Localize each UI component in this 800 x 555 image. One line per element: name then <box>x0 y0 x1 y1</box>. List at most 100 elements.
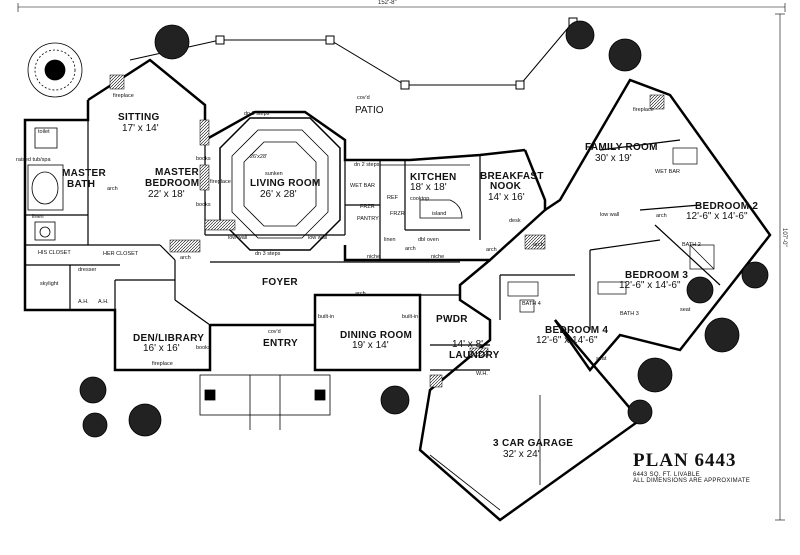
plan-title-block: PLAN 6443 6443 SQ. FT. LIVABLE ALL DIMEN… <box>633 450 783 484</box>
dining-room-dim: 19' x 14' <box>352 340 389 351</box>
living-dn-3-steps-label: dn 3 steps <box>255 251 281 257</box>
kitchen-dim: 18' x 18' <box>410 182 447 193</box>
nook-arch-label: arch <box>486 247 497 253</box>
overall-depth-text: 107'-0" <box>781 228 787 247</box>
bedroom2-dim: 12'-6" x 14'-6" <box>686 211 748 222</box>
frzr-label-1: FRZR <box>360 204 375 210</box>
patio-name: PATIO <box>355 105 384 116</box>
kitchen-arch-label: arch <box>405 246 416 252</box>
books-label-2: books <box>196 202 211 208</box>
foyer-arch-left: arch <box>180 255 191 261</box>
master-bath-name-2: BATH <box>67 179 96 190</box>
sitting-room-dim: 17' x 14' <box>122 123 159 134</box>
overall-width-text: 152'-8" <box>378 0 397 6</box>
garage-dim: 32' x 24' <box>503 449 540 460</box>
dining-room-name: DINING ROOM <box>340 330 413 341</box>
masonry-blocks <box>109 74 665 388</box>
niche-label-2: niche <box>431 254 445 260</box>
living-room-name: LIVING ROOM <box>250 178 321 189</box>
tree-right-5 <box>627 399 653 425</box>
toilet-label: toilet <box>38 129 50 135</box>
dresser-label: dresser <box>78 267 97 273</box>
hall-arch-label: arch <box>533 242 544 248</box>
family-fireplace-label: fireplace <box>633 107 654 113</box>
cooktop-label: cooktop <box>410 196 430 202</box>
plan-livable-area: 6443 SQ. FT. LIVABLE <box>633 472 700 478</box>
master-bedroom-name: MASTER <box>155 167 200 178</box>
den-library-name: DEN/LIBRARY <box>133 333 205 344</box>
pwdr-name: PWDR <box>436 314 468 325</box>
laundry-dim: 14' x 8' <box>452 339 484 350</box>
tree-right-2 <box>686 276 714 304</box>
tree-right-4 <box>637 357 673 393</box>
frzr-label-2: FRZR <box>390 211 405 217</box>
living-dn-2-steps-label: dn 2 steps <box>244 111 270 117</box>
patio-outline <box>129 17 578 90</box>
master-bedroom-dim: 22' x 18' <box>148 189 185 200</box>
tree-top-right-2 <box>608 38 642 72</box>
laundry-name: LAUNDRY <box>449 350 500 361</box>
master-bath-name: MASTER <box>62 168 107 179</box>
den-books-label: books <box>196 345 211 351</box>
bedroom4-seat-label: seat <box>596 356 607 362</box>
tree-top-center <box>154 24 190 60</box>
dining-arch-label: arch <box>355 291 366 297</box>
landscape-trees <box>27 20 769 438</box>
family-arch-label: arch <box>656 213 667 219</box>
entry-name: ENTRY <box>263 338 299 349</box>
bath3-label: BATH 3 <box>620 311 639 317</box>
master-arch-label: arch <box>107 186 118 192</box>
her-closet-label: HER CLOSET <box>103 251 139 257</box>
tree-top-right-1 <box>565 20 595 50</box>
bath2-label: BATH 2 <box>682 242 701 248</box>
den-fireplace-label: fireplace <box>152 361 173 367</box>
built-in-label-1: built-in <box>318 314 335 320</box>
skylight-label: skylight <box>40 281 59 287</box>
bedroom3-seat-label: seat <box>680 307 691 313</box>
bedroom4-dim: 12'-6" x 14'-6" <box>536 335 598 346</box>
ah-label-2: A.H. <box>98 299 109 305</box>
patio-note: cov'd <box>357 95 370 101</box>
kitchen-name: KITCHEN <box>410 172 457 183</box>
kitchen-island <box>380 164 470 219</box>
tree-right-1 <box>741 261 769 289</box>
living-room-note-size: 26'x28' <box>250 154 268 160</box>
books-label-1: books <box>196 156 211 162</box>
entry-note: cov'd <box>268 329 281 335</box>
nook-desk-label: desk <box>509 218 521 224</box>
den-library-dim: 16' x 16' <box>143 343 180 354</box>
raised-tub-label: raised tub/spa <box>16 157 51 163</box>
family-room-dim: 30' x 19' <box>595 153 632 164</box>
breakfast-nook-name: BREAKFAST <box>480 171 544 182</box>
family-room-name: FAMILY ROOM <box>585 142 658 153</box>
tree-top-left <box>27 42 83 98</box>
family-low-wall-label: low wall <box>600 212 620 218</box>
breakfast-nook-name-2: NOOK <box>490 181 522 192</box>
tree-left-1 <box>79 376 107 404</box>
master-bath-fixtures <box>27 127 64 241</box>
sitting-fireplace-label: fireplace <box>113 93 134 99</box>
tree-bottom-center <box>380 385 410 415</box>
island-label: island <box>432 211 447 217</box>
living-low-wall-right: low wall <box>308 235 328 241</box>
wet-bar-label-1: WET BAR <box>350 183 375 189</box>
living-fireplace-label: fireplace <box>210 179 231 185</box>
living-low-wall-left: low wall <box>228 235 248 241</box>
master-bedroom-name-2: BEDROOM <box>145 178 200 189</box>
ref-label: REF <box>387 195 398 201</box>
foyer-name: FOYER <box>262 277 298 288</box>
living-room-octagon <box>219 117 341 251</box>
plan-disclaimer: ALL DIMENSIONS ARE APPROXIMATE <box>633 478 751 484</box>
kitchen-dn-2-steps-label: dn 2 steps <box>354 162 380 168</box>
bath-fixtures <box>507 147 715 313</box>
kitchen-linen-label: linen <box>384 237 396 243</box>
bedroom2-name: BEDROOM 2 <box>695 201 759 212</box>
garage-name: 3 CAR GARAGE <box>493 438 574 449</box>
his-closet-label: HIS CLOSET <box>38 250 71 256</box>
living-room-note-sunken: sunken <box>265 171 283 177</box>
bedroom3-dim: 12'-6" x 14'-6" <box>619 280 681 291</box>
tree-right-3 <box>704 317 740 353</box>
bedroom4-name: BEDROOM 4 <box>545 325 609 336</box>
tree-left-2 <box>82 412 108 438</box>
